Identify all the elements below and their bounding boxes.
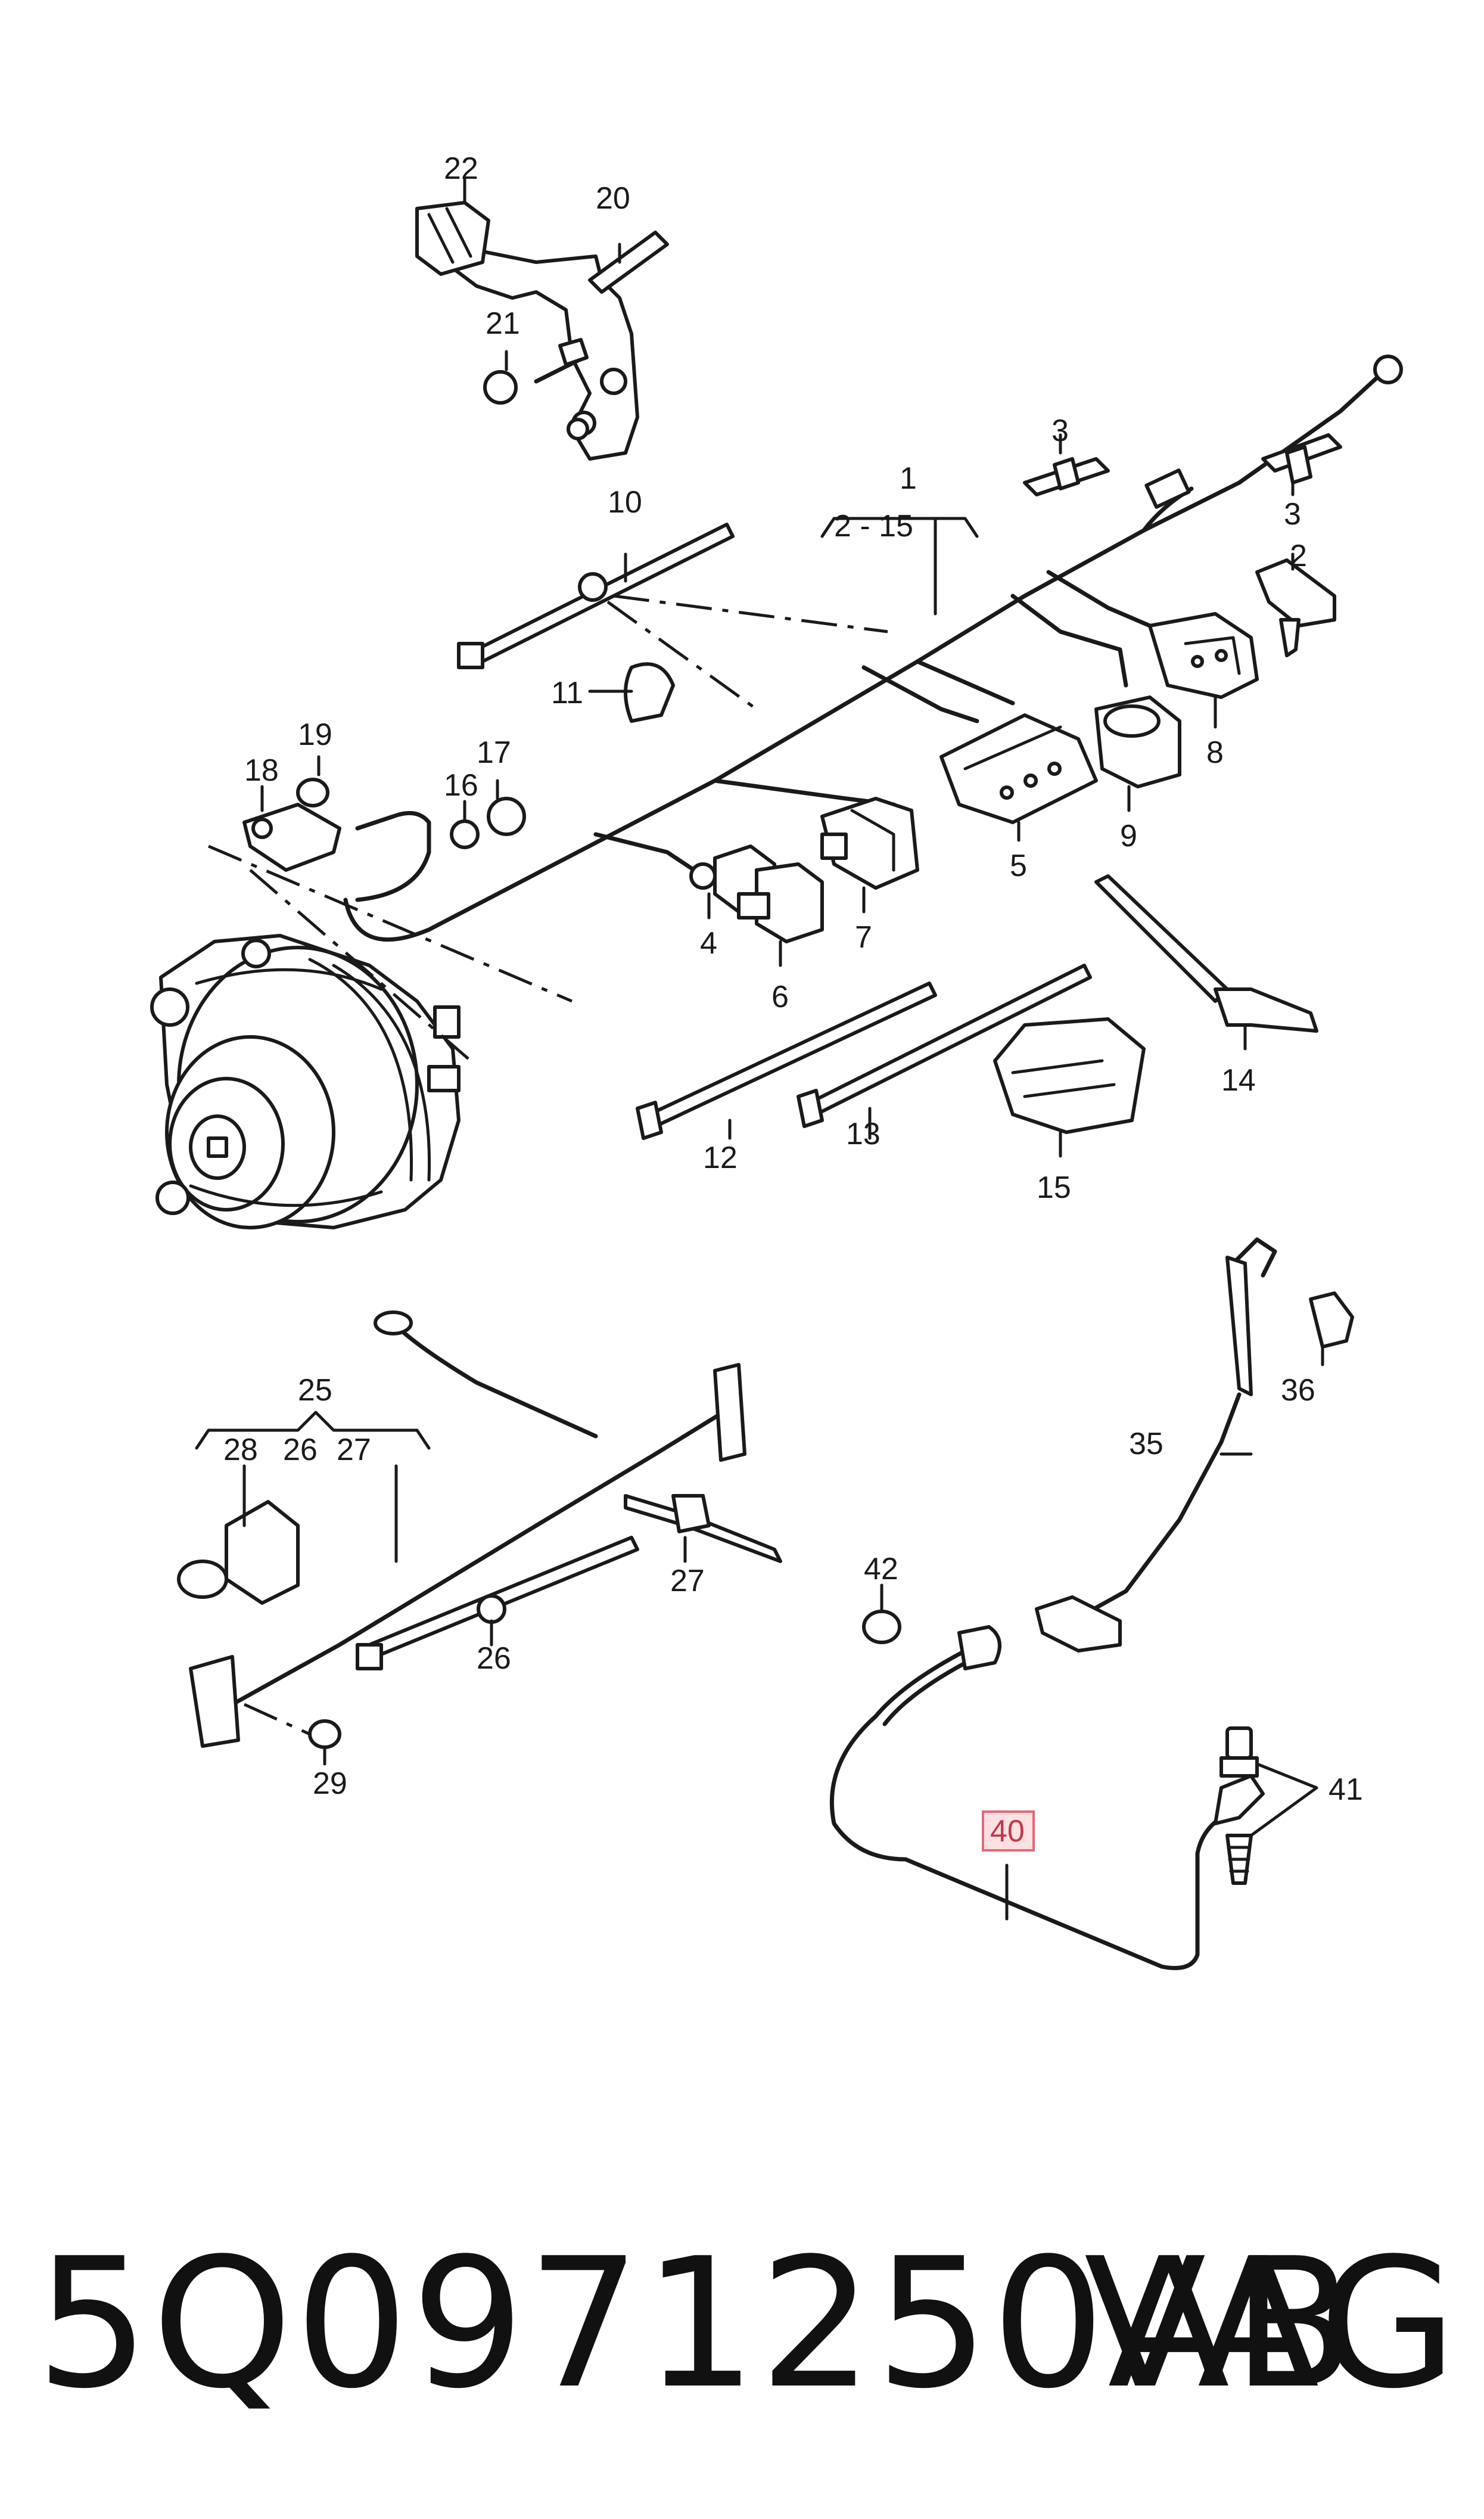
callout-1: 1 <box>900 461 917 496</box>
clip-2 <box>1255 558 1336 657</box>
callout-13: 13 <box>846 1117 881 1151</box>
callout-41: 41 <box>1329 1772 1363 1807</box>
leader-lines-25 <box>243 1703 311 1736</box>
callout-10: 10 <box>608 485 642 520</box>
part-number: 5Q0971250AB <box>36 2220 1358 2428</box>
callout-leaders <box>195 177 1324 1921</box>
alternator <box>150 934 461 1229</box>
bracket-assembly <box>415 201 669 461</box>
connector-5 <box>939 713 1098 824</box>
callout-17: 17 <box>477 735 511 770</box>
grommets-16-17 <box>450 797 526 849</box>
callout-25: 25 <box>298 1373 332 1408</box>
leader-lines-alternator <box>208 594 888 1062</box>
callout-11: 11 <box>551 676 583 710</box>
cable-tie-12 <box>636 981 937 1140</box>
callout-6: 6 <box>771 980 789 1014</box>
clip-3-right <box>1261 433 1342 484</box>
holder-15 <box>993 1017 1146 1134</box>
callout-20: 20 <box>596 181 630 216</box>
callout-26: 26 <box>477 1641 511 1676</box>
callout-25-sub-28: 28 <box>223 1433 258 1467</box>
callout-9: 9 <box>1120 819 1137 853</box>
callout-42: 42 <box>864 1552 898 1586</box>
cable-tie-13 <box>797 964 1092 1128</box>
connector-6 <box>689 844 824 943</box>
cable-tie-14 <box>1094 874 1318 1033</box>
callout-12: 12 <box>703 1141 738 1175</box>
footer: 5Q0971250AB VAG <box>36 2229 1466 2419</box>
callout-29: 29 <box>313 1766 347 1801</box>
clip-11 <box>624 662 675 723</box>
callout-5: 5 <box>1010 849 1027 883</box>
callout-25-sub-26: 26 <box>283 1433 318 1467</box>
bolts-41 <box>1219 1726 1259 1885</box>
callout-27: 27 <box>670 1564 705 1598</box>
callout-7: 7 <box>855 920 872 955</box>
callout-labels: 1 2 - 15 2 3 3 4 5 6 7 8 9 10 11 12 13 1… <box>223 151 1363 1852</box>
clamp-18 <box>242 778 341 872</box>
callout-4: 4 <box>700 926 717 961</box>
callout-8: 8 <box>1206 735 1224 770</box>
callout-15: 15 <box>1037 1170 1071 1205</box>
harness-25 <box>177 1310 782 1749</box>
callout-18: 18 <box>244 753 279 788</box>
callout-35: 35 <box>1129 1427 1163 1461</box>
callout-21: 21 <box>486 306 520 341</box>
cable-tie-10 <box>457 523 735 669</box>
connector-7 <box>820 797 919 890</box>
callout-1-range: 2 - 15 <box>834 509 913 543</box>
callout-40-highlight <box>982 1810 1035 1852</box>
callout-3b: 3 <box>1284 497 1301 532</box>
ground-cable-40 <box>829 1610 1265 1970</box>
callout-14: 14 <box>1221 1063 1256 1098</box>
callout-36: 36 <box>1281 1373 1315 1408</box>
callout-19: 19 <box>298 718 332 752</box>
connector-9 <box>1094 695 1181 788</box>
brand-name: VAG <box>1084 2220 1460 2428</box>
cable-35 <box>1035 1237 1354 1653</box>
callout-25-sub-27: 27 <box>337 1433 371 1467</box>
clip-3-upper <box>1023 457 1110 496</box>
callout-3a: 3 <box>1051 414 1069 448</box>
callout-22: 22 <box>444 151 478 186</box>
callout-2: 2 <box>1290 539 1307 573</box>
connector-8 <box>1148 612 1259 699</box>
callout-40: 40 <box>990 1814 1025 1849</box>
callout-16: 16 <box>444 768 478 803</box>
